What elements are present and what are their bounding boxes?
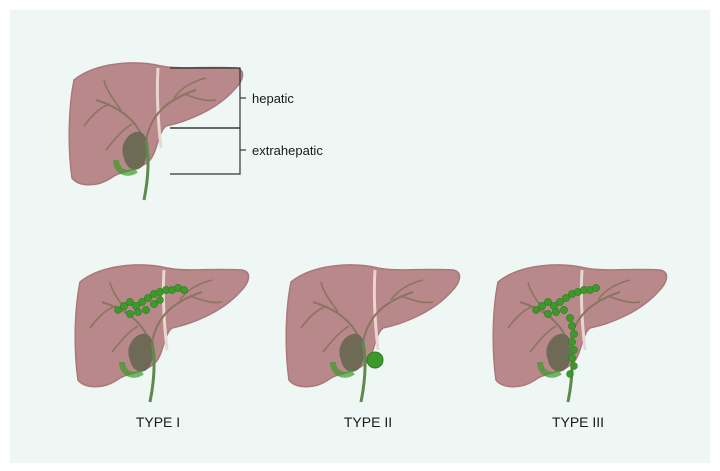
type-3-label: TYPE III: [552, 414, 604, 430]
extrahepatic-label: extrahepatic: [252, 143, 323, 158]
type-1-label: TYPE I: [136, 414, 180, 430]
liver-type-2: [286, 265, 459, 402]
reference-liver: [69, 63, 242, 200]
liver-type-3: [493, 265, 666, 402]
hepatic-label: hepatic: [252, 91, 294, 106]
liver-type-1: [75, 265, 248, 402]
type-2-label: TYPE II: [344, 414, 392, 430]
extrahepatic-bracket: [170, 128, 246, 174]
type-2-cyst: [367, 352, 383, 368]
